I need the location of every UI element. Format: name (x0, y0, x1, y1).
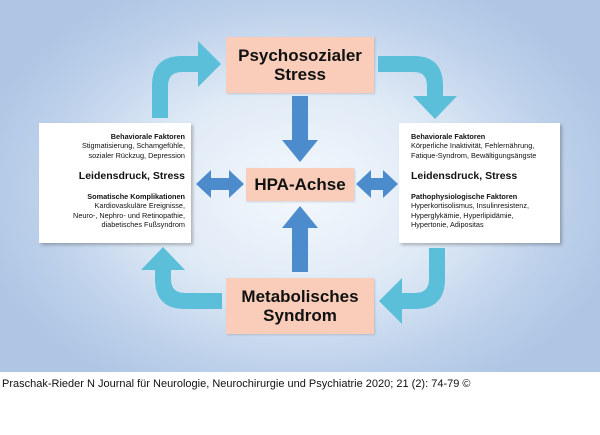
left-main-label: Leidensdruck, Stress (78, 170, 185, 182)
right-factors-box: Behaviorale Faktoren Körperliche Inaktiv… (399, 123, 560, 243)
right-heading-pathophysiological: Pathophysiologische Faktoren (411, 192, 518, 201)
right-heading-behavioral: Behaviorale Faktoren (411, 132, 486, 141)
arrow-left-to-top (152, 41, 221, 118)
arrow-top-to-center (282, 96, 318, 162)
psychosocial-stress-box: Psychosozialer Stress (226, 37, 374, 93)
right-text-line: Hypertonie, Adipositas (411, 220, 484, 229)
right-text-line: Körperliche Inaktivität, Fehlernährung, (411, 141, 535, 150)
right-text-line: Hyperglykämie, Hyperlipidämie, (411, 210, 514, 220)
right-text-line: Hyperkortisolismus, Insulinresistenz, (411, 201, 530, 210)
inner-arrows (196, 96, 398, 272)
left-heading-somatic: Somatische Komplikationen (87, 192, 185, 201)
left-factors-box: Behaviorale Faktoren Stigmatisierung, Sc… (39, 123, 191, 243)
left-text-line: Stigmatisierung, Schamgefühle, (81, 141, 185, 150)
arrow-right-to-bottom (379, 248, 445, 324)
figure-caption: Praschak-Rieder N Journal für Neurologie… (2, 378, 471, 390)
arrow-right-center-double (356, 170, 398, 198)
left-text-line: Neuro-, Nephro- und Retinopathie, (73, 210, 185, 220)
metabolic-syndrome-box: Metabolisches Syndrom (226, 278, 374, 334)
bottom-box-line1: Metabolisches (241, 287, 359, 306)
top-box-line2: Stress (274, 65, 326, 84)
arrow-bottom-to-center (282, 206, 318, 272)
bottom-box-line2: Syndrom (263, 306, 337, 325)
center-box-label: HPA-Achse (254, 174, 346, 194)
cycle-arrows (141, 41, 457, 324)
left-text-line: Kardiovaskuläre Ereignisse, (94, 201, 185, 210)
arrow-left-center-double (196, 170, 244, 198)
hpa-axis-box: HPA-Achse (246, 168, 354, 201)
right-text-line: Fatique-Syndrom, Bewältigungsängste (411, 150, 537, 160)
left-heading-behavioral: Behaviorale Faktoren (110, 132, 185, 141)
arrow-top-to-right (378, 56, 457, 119)
top-box-line1: Psychosozialer (238, 46, 362, 65)
diagram-arrows (141, 41, 457, 324)
right-main-label: Leidensdruck, Stress (411, 170, 518, 182)
diagram-figure: Psychosozialer Stress HPA-Achse Metaboli… (0, 0, 600, 372)
arrow-bottom-to-left (141, 247, 222, 309)
left-text-line: diabetisches Fußsyndrom (101, 220, 185, 229)
left-text-line: sozialer Rückzug, Depression (88, 150, 185, 160)
